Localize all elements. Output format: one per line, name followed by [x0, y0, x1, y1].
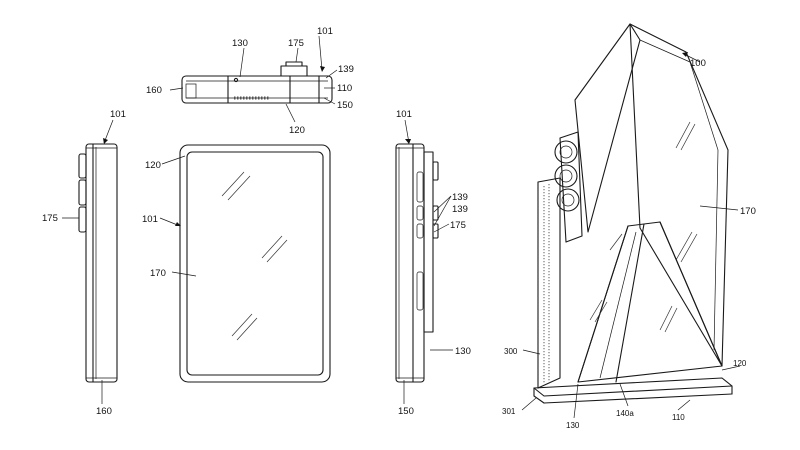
label-100: 100	[690, 58, 706, 69]
label-301: 301	[502, 407, 516, 416]
label-101-left: 101	[110, 109, 126, 120]
label-139-top: 139	[338, 64, 354, 75]
label-110-top: 110	[337, 83, 352, 94]
label-170-persp: 170	[740, 206, 756, 217]
label-170-front: 170	[150, 268, 166, 279]
label-139-right-a: 139	[452, 192, 468, 203]
prism-reflection	[589, 233, 678, 333]
label-101-right: 101	[396, 109, 412, 120]
label-120-top: 120	[289, 125, 305, 136]
label-300: 300	[504, 347, 518, 356]
perspective-view: 100 170 300 120 301 130 140a 110	[502, 23, 756, 430]
perspective-reflection	[675, 121, 698, 263]
label-175-left: 175	[42, 213, 58, 224]
top-view: 130 175 101 139 160 110 150 120	[146, 26, 354, 136]
right-side-view: 101 139 139 175 130 150	[395, 109, 471, 417]
label-110-persp: 110	[672, 413, 685, 422]
label-101-top: 101	[317, 26, 333, 37]
label-160-top: 160	[146, 85, 162, 96]
label-130-persp: 130	[566, 421, 580, 430]
label-175-right: 175	[450, 220, 466, 231]
label-150-top: 150	[337, 100, 353, 111]
left-side-view: 101 175 160	[42, 109, 126, 417]
front-view: 120 101 170	[142, 144, 331, 383]
speaker-grille	[234, 96, 270, 100]
label-130-right: 130	[455, 346, 471, 357]
camera-module	[554, 131, 583, 243]
label-175-top: 175	[288, 38, 304, 49]
screen-reflection	[221, 171, 288, 341]
label-140a: 140a	[616, 409, 634, 418]
label-120-persp: 120	[733, 359, 747, 368]
label-101-front: 101	[142, 214, 158, 225]
label-120-front: 120	[145, 160, 161, 171]
label-130-top: 130	[232, 38, 248, 49]
label-150-right: 150	[398, 406, 414, 417]
label-160-left: 160	[96, 406, 112, 417]
label-139-right-b: 139	[452, 204, 468, 215]
